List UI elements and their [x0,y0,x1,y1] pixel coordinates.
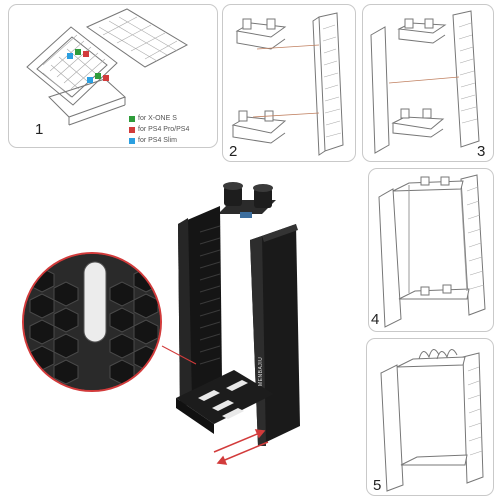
step-3-assembly-illustration [370,10,480,154]
charging-dock [218,182,276,218]
zoom-detail-circle [22,252,162,392]
legend-label: for X-ONE S [138,115,177,122]
step-1-panel: for X-ONE S for PS4 Pro/PS4 for PS4 Slim… [8,4,218,148]
legend-label: for PS4 Slim [138,137,177,144]
step-number: 1 [35,121,44,138]
legend-swatch-blue [129,137,135,144]
step-number: 5 [373,477,382,494]
legend-swatch-red [129,126,135,133]
brand-label: MENBAJIU [258,356,264,386]
color-legend: for X-ONE S for PS4 Pro/PS4 for PS4 Slim [129,113,189,146]
legend-swatch-green [129,115,135,122]
legend-item-xone: for X-ONE S [129,113,189,124]
legend-item-ps4-slim: for PS4 Slim [129,135,189,146]
step-4-assembly-illustration [378,174,486,328]
step-1-parts-illustration [26,8,189,126]
step-3-panel: 3 [362,4,494,162]
step-5-assembly-illustration [380,349,484,492]
zoom-callout-line [161,345,197,365]
step-2-assembly-illustration [231,12,344,156]
zoom-grid-texture [24,254,160,390]
slide-direction-arrows [213,429,269,465]
step-number: 3 [477,143,486,160]
step-5-panel: 5 [366,338,494,496]
legend-item-ps4-pro: for PS4 Pro/PS4 [129,124,189,135]
legend-label: for PS4 Pro/PS4 [138,126,190,133]
step-2-panel: 2 [222,4,356,162]
step-number: 4 [371,311,380,328]
step-4-panel: 4 [368,168,494,332]
step-number: 2 [229,143,238,160]
